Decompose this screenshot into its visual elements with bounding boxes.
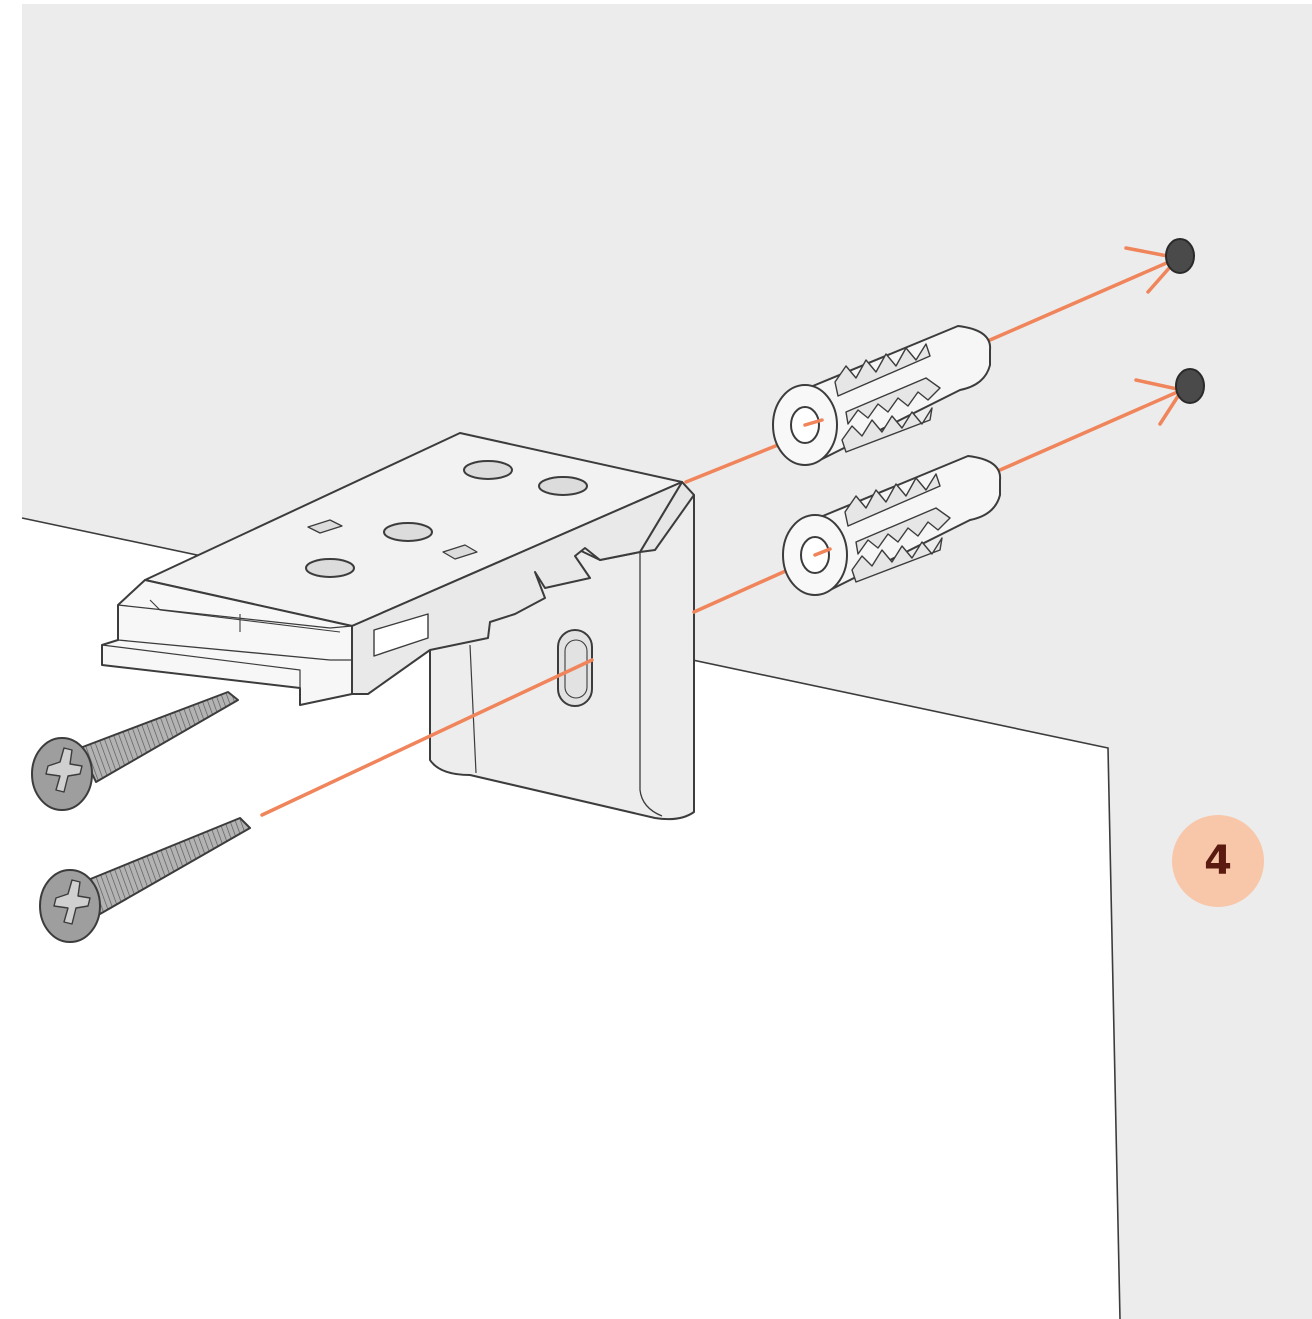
- guide-line-lower-hole: [998, 388, 1184, 472]
- bracket-hole-3: [383, 522, 433, 542]
- bracket-hole-4: [305, 558, 355, 578]
- guide-line-screw: [260, 658, 594, 817]
- bracket-hole-2: [538, 476, 588, 496]
- bracket-square-hole-1: [307, 519, 343, 534]
- drill-hole-icon: [1165, 238, 1195, 274]
- bracket-slot-inner: [564, 639, 588, 699]
- bracket-hole-1: [463, 460, 513, 480]
- bracket-side-slot: [373, 613, 429, 657]
- step-number-badge: 4: [1172, 815, 1264, 907]
- drill-hole-icon: [1175, 368, 1205, 404]
- bracket-square-hole-2: [442, 544, 478, 560]
- screw-icon: [39, 817, 251, 943]
- screw-icon: [31, 691, 239, 811]
- wall-surface: [22, 4, 1312, 1319]
- guide-line-upper-hole: [988, 256, 1180, 342]
- bracket-plate-fold: [639, 552, 663, 817]
- step-number: 4: [1204, 838, 1232, 884]
- wall-plug-icon: [772, 325, 992, 466]
- wall-plug-icon: [782, 455, 1002, 596]
- bracket-icon: [101, 432, 695, 821]
- bracket-front-face: [351, 481, 683, 695]
- bracket-plate-inner-line: [469, 644, 477, 774]
